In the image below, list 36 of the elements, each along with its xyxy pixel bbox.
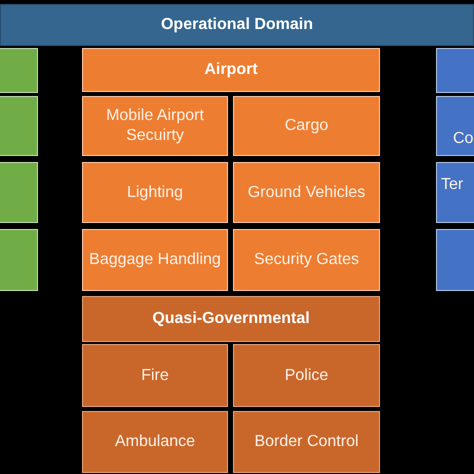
tile-label: Fire bbox=[141, 366, 169, 386]
item-tile bbox=[233, 411, 380, 473]
section-header-bar bbox=[82, 296, 380, 342]
item-tile bbox=[233, 344, 380, 407]
category-tile bbox=[0, 162, 38, 223]
header-band bbox=[0, 4, 474, 46]
category-tile bbox=[436, 96, 474, 156]
tile-label: Security Gates bbox=[254, 250, 359, 270]
category-tile bbox=[436, 162, 474, 223]
category-tile bbox=[0, 48, 38, 93]
item-tile bbox=[82, 411, 228, 473]
tile-label: Lighting bbox=[126, 182, 184, 202]
category-tile bbox=[436, 229, 474, 291]
category-tile bbox=[436, 48, 474, 93]
category-tile bbox=[0, 229, 38, 291]
item-tile bbox=[233, 96, 380, 156]
item-tile bbox=[233, 162, 380, 223]
tile-label: Border Control bbox=[254, 432, 359, 452]
item-tile bbox=[82, 229, 228, 291]
tile-label: Ambulance bbox=[114, 432, 196, 452]
tile-label: Ter bbox=[441, 175, 464, 195]
tile-label: Baggage Handling bbox=[89, 250, 221, 270]
item-tile bbox=[82, 96, 228, 156]
item-tile bbox=[82, 162, 228, 223]
item-tile bbox=[82, 344, 228, 407]
header-text: Quasi-Governmental bbox=[152, 309, 310, 329]
tile-label: Ground Vehicles bbox=[248, 182, 366, 202]
header-text: Airport bbox=[204, 60, 258, 80]
tile-label: Cargo bbox=[284, 116, 328, 136]
header-text: Operational Domain bbox=[160, 15, 314, 35]
category-tile bbox=[0, 96, 38, 156]
item-tile bbox=[233, 229, 380, 291]
tile-label: Co bbox=[453, 129, 474, 149]
tile-label: Police bbox=[284, 366, 328, 386]
section-header-bar bbox=[82, 48, 380, 92]
tile-label: Mobile Airport Secuirty bbox=[105, 106, 205, 146]
